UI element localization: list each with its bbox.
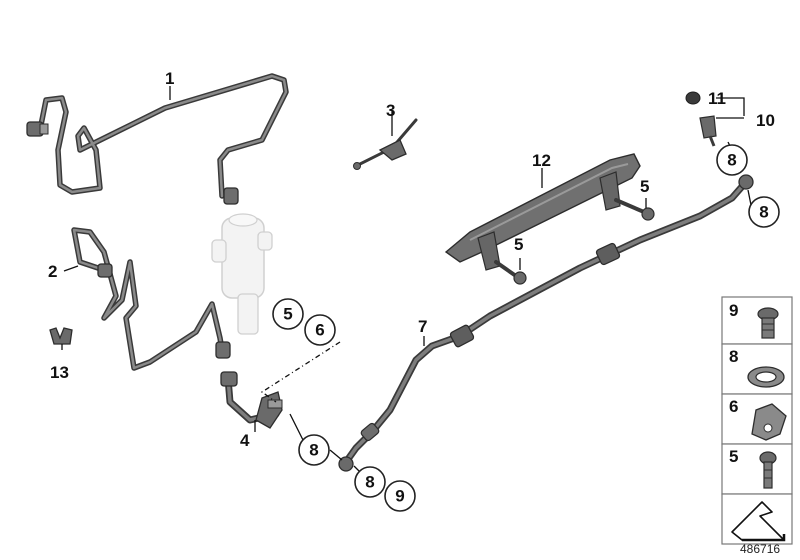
label-4: 4 <box>240 431 250 450</box>
parts-legend: 9 8 6 5 <box>721 296 793 545</box>
svg-text:8: 8 <box>365 473 374 492</box>
callout-9-hose-end: 9 <box>384 480 416 512</box>
label-1: 1 <box>165 69 174 88</box>
label-12: 12 <box>532 151 551 170</box>
retaining-clip-icon <box>751 403 787 441</box>
bolt-lower <box>494 260 527 285</box>
svg-text:8: 8 <box>727 151 736 170</box>
legend-num: 8 <box>729 347 738 366</box>
label-13: 13 <box>50 363 69 382</box>
hose-fitting <box>220 371 283 429</box>
legend-item-hex-bolt: 5 <box>721 443 793 495</box>
svg-text:5: 5 <box>283 305 292 324</box>
callout-8-hose-fitting: 8 <box>298 434 330 466</box>
callout-8-caliper: 8 <box>748 196 780 228</box>
leader-lines <box>61 86 753 473</box>
label-3: 3 <box>386 101 395 120</box>
diagram-reference-number: 486716 <box>740 542 780 556</box>
clip-part <box>49 327 73 345</box>
legend-num: 9 <box>729 301 738 320</box>
legend-item-sealing-ring: 8 <box>721 343 793 395</box>
label-10: 10 <box>756 111 775 130</box>
callout-6-circled: 6 <box>304 314 336 346</box>
protective-cover <box>444 153 641 271</box>
legend-item-banjo-bolt: 9 <box>721 296 793 345</box>
brake-hose <box>338 174 754 472</box>
label-7: 7 <box>418 317 427 336</box>
svg-text:8: 8 <box>759 203 768 222</box>
label-11: 11 <box>708 89 726 108</box>
callout-8-hose-end: 8 <box>354 466 386 498</box>
brake-pipe-lower <box>71 227 231 371</box>
callout-5-circled: 5 <box>272 298 304 330</box>
bleeder-valve <box>685 91 717 147</box>
svg-text:8: 8 <box>309 441 318 460</box>
legend-num: 5 <box>729 447 738 466</box>
callout-8-bleeder: 8 <box>716 144 748 176</box>
brake-pipe-upper <box>26 73 289 205</box>
legend-item-retaining-clip: 6 <box>721 393 793 445</box>
bolt-upper <box>614 198 655 221</box>
hex-bolt-icon <box>759 451 777 489</box>
sealing-ring-icon <box>747 366 785 388</box>
label-5-lower: 5 <box>514 235 523 254</box>
svg-text:6: 6 <box>315 321 324 340</box>
svg-text:9: 9 <box>395 487 404 506</box>
label-5-upper: 5 <box>640 177 649 196</box>
label-2: 2 <box>48 262 57 281</box>
direction-of-travel-icon <box>731 501 786 542</box>
cable-holder <box>353 118 418 170</box>
master-cylinder <box>211 213 273 335</box>
legend-item-arrow <box>721 493 793 545</box>
legend-num: 6 <box>729 397 738 416</box>
banjo-bolt-icon <box>757 307 779 339</box>
